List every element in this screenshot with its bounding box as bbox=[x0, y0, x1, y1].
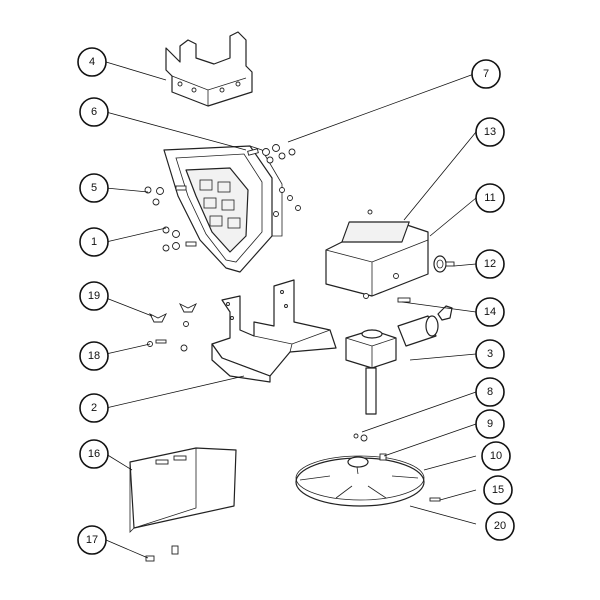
part-clip bbox=[397, 297, 453, 321]
callout-5-label: 5 bbox=[91, 182, 97, 194]
callout-11: 11 bbox=[475, 183, 505, 213]
top-hardware bbox=[247, 144, 296, 164]
callout-10: 10 bbox=[481, 441, 511, 471]
callout-12-label: 12 bbox=[484, 258, 496, 270]
callout-10-label: 10 bbox=[490, 450, 502, 462]
callout-17-label: 17 bbox=[86, 534, 98, 546]
callout-4-label: 4 bbox=[89, 56, 95, 68]
callout-1: 1 bbox=[79, 227, 109, 257]
callout-20-label: 20 bbox=[494, 520, 506, 532]
wing-hardware bbox=[147, 302, 198, 352]
part-deflector bbox=[129, 447, 237, 533]
callout-12: 12 bbox=[475, 249, 505, 279]
part-gearbox-motor bbox=[345, 315, 439, 415]
callout-11-label: 11 bbox=[484, 192, 495, 204]
callout-18: 18 bbox=[79, 341, 109, 371]
callout-9: 9 bbox=[475, 409, 505, 439]
housing-hardware bbox=[144, 185, 301, 252]
bottom-hardware bbox=[145, 545, 179, 562]
callout-7: 7 bbox=[471, 59, 501, 89]
callout-19: 19 bbox=[79, 281, 109, 311]
callout-5: 5 bbox=[79, 173, 109, 203]
callout-15: 15 bbox=[483, 475, 513, 505]
leader-lines bbox=[105, 61, 477, 559]
callout-17: 17 bbox=[77, 525, 107, 555]
callout-9-label: 9 bbox=[487, 418, 493, 430]
callout-14-label: 14 bbox=[484, 306, 496, 318]
callout-1-label: 1 bbox=[91, 236, 97, 248]
callout-19-label: 19 bbox=[88, 290, 100, 302]
callout-7-label: 7 bbox=[483, 68, 489, 80]
callout-2-label: 2 bbox=[91, 402, 97, 414]
callout-20: 20 bbox=[485, 511, 515, 541]
callout-8-label: 8 bbox=[487, 386, 493, 398]
callout-16-label: 16 bbox=[88, 448, 100, 460]
part-top-bracket bbox=[165, 31, 253, 107]
callout-13-label: 13 bbox=[484, 126, 496, 138]
part-knob bbox=[433, 255, 455, 273]
callout-18-label: 18 bbox=[88, 350, 100, 362]
callout-13: 13 bbox=[475, 117, 505, 147]
part-frame-bracket bbox=[211, 279, 337, 383]
callout-3-label: 3 bbox=[487, 348, 493, 360]
part-motor-cover bbox=[325, 209, 429, 299]
callout-15-label: 15 bbox=[492, 484, 504, 496]
callout-14: 14 bbox=[475, 297, 505, 327]
callout-16: 16 bbox=[79, 439, 109, 469]
callout-6-label: 6 bbox=[91, 106, 97, 118]
callout-3: 3 bbox=[475, 339, 505, 369]
part-hopper-housing bbox=[163, 145, 283, 273]
callout-8: 8 bbox=[475, 377, 505, 407]
part-spinner-disc bbox=[295, 433, 441, 507]
callout-4: 4 bbox=[77, 47, 107, 77]
callout-6: 6 bbox=[79, 97, 109, 127]
callout-2: 2 bbox=[79, 393, 109, 423]
